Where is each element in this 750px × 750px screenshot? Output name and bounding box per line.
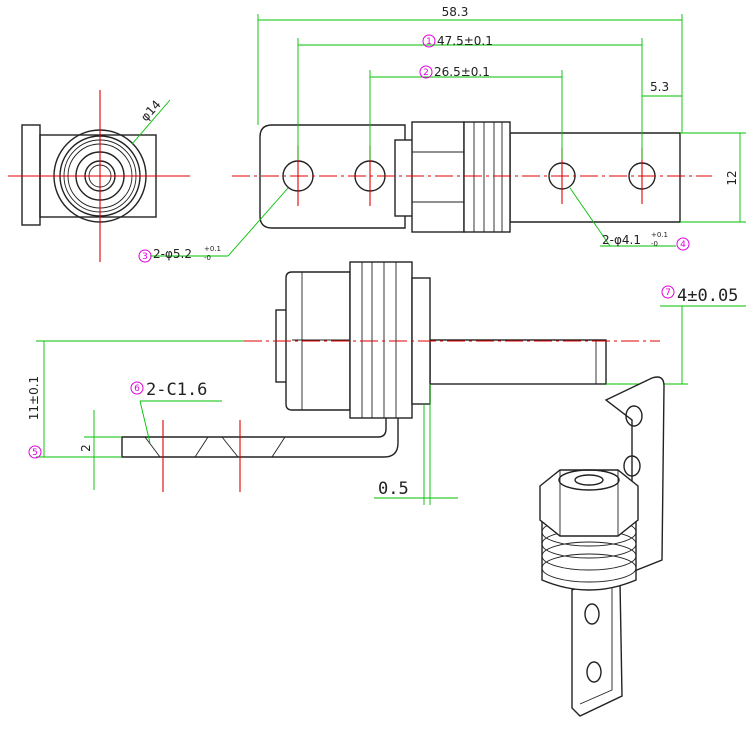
dim-holes-left-tol-lower: -0 xyxy=(204,254,211,262)
end-view-diameter-label: φ14 xyxy=(138,97,164,124)
balloon-3-label: 3 xyxy=(142,252,148,262)
dim-holes-right-tol-upper: +0.1 xyxy=(651,231,668,239)
leader-chamfer xyxy=(139,400,151,444)
dim-offset-step: 4±0.05 xyxy=(677,286,738,306)
dim-overall-length: 58.3 xyxy=(442,5,469,19)
isometric-view xyxy=(539,376,665,717)
iso-upper-hole-1 xyxy=(625,405,643,427)
balloon-3 xyxy=(138,249,152,263)
iso-lower-hole-2 xyxy=(586,661,602,683)
iso-lower-hole-1 xyxy=(584,603,600,625)
balloon-1-label: 1 xyxy=(426,37,432,47)
side-view-dimensions: 11±0.1 5 2 6 2-C1.6 0.5 7 4±0.05 xyxy=(27,285,746,505)
leader-holes-right xyxy=(569,187,611,247)
dim-thickness: 2 xyxy=(79,444,93,452)
balloon-7-label: 7 xyxy=(665,288,671,298)
iso-thread-ring-4 xyxy=(541,553,637,583)
side-view xyxy=(121,261,660,492)
leader-holes-left xyxy=(227,187,289,257)
balloon-2 xyxy=(419,65,433,79)
dim-gap: 0.5 xyxy=(378,479,409,499)
balloon-5 xyxy=(28,445,42,459)
iso-nut-top xyxy=(558,469,620,491)
dim-pitch-inner: 26.5±0.1 xyxy=(434,65,490,79)
end-view-strap xyxy=(21,124,41,226)
dim-strap-width: 12 xyxy=(725,170,739,185)
balloon-5-label: 5 xyxy=(32,448,38,458)
dim-holes-left-tol-upper: +0.1 xyxy=(204,245,221,253)
iso-upper-hole-2 xyxy=(623,455,641,477)
balloon-7 xyxy=(661,285,675,299)
top-view-thread xyxy=(463,121,511,233)
side-view-thread xyxy=(349,261,413,419)
dim-holes-right: 2-φ4.1 xyxy=(602,233,641,247)
dim-chamfer: 2-C1.6 xyxy=(146,380,207,400)
top-view-dimensions: 58.3 1 47.5±0.1 2 26.5±0.1 5.3 12 3 2-φ5… xyxy=(138,5,746,263)
end-view: φ14 xyxy=(8,90,190,262)
iso-thread-body xyxy=(541,519,637,591)
side-view-chamfers xyxy=(144,436,286,458)
iso-upper-strap xyxy=(604,376,665,574)
iso-lower-strap-edge xyxy=(579,576,613,705)
balloon-1 xyxy=(422,34,436,48)
top-view-nut xyxy=(411,121,465,233)
dim-holes-right-tol-lower: -0 xyxy=(651,240,658,248)
side-view-upper-strap xyxy=(429,339,607,385)
top-view xyxy=(232,121,712,233)
dim-side-height: 11±0.1 xyxy=(27,376,41,420)
balloon-6-label: 6 xyxy=(134,384,140,394)
balloon-6 xyxy=(130,381,144,395)
dim-offset-end: 5.3 xyxy=(650,80,669,94)
iso-nut-bore xyxy=(574,474,604,486)
end-view-diameter-leader xyxy=(131,99,171,145)
dim-holes-left: 2-φ5.2 xyxy=(153,247,192,261)
iso-lower-strap xyxy=(571,575,623,717)
balloon-4-label: 4 xyxy=(680,240,686,250)
balloon-2-label: 2 xyxy=(423,68,429,78)
iso-thread-ring-3 xyxy=(541,541,637,571)
balloon-4 xyxy=(676,237,690,251)
iso-nut xyxy=(539,469,639,537)
dim-pitch-outer: 47.5±0.1 xyxy=(437,34,493,48)
